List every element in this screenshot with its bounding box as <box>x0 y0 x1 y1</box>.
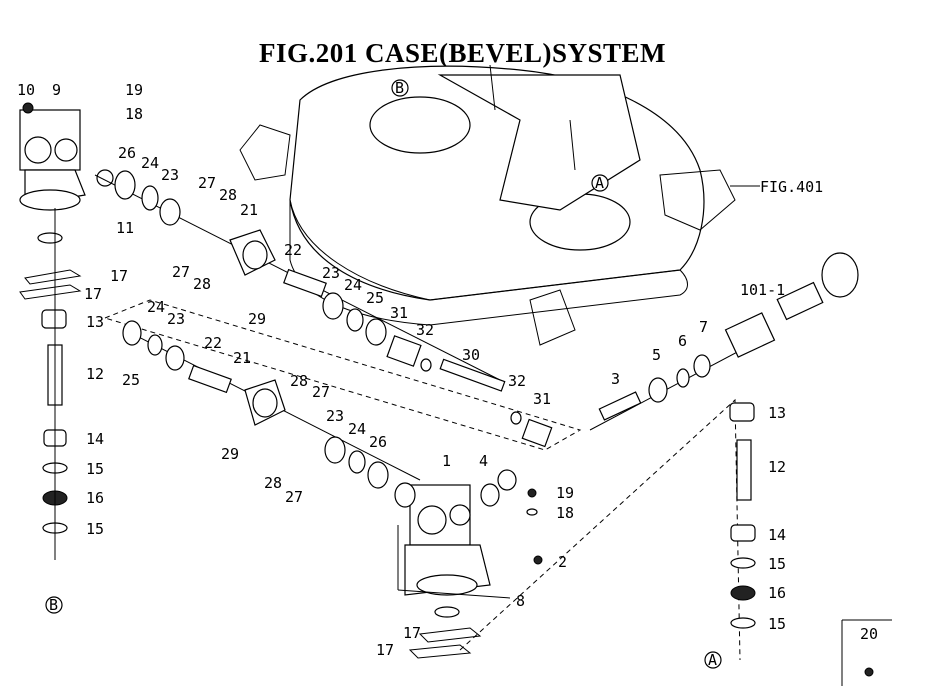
label-6: 6 <box>678 332 687 350</box>
label-19: 19 <box>125 81 143 99</box>
label-1: 1 <box>442 452 451 470</box>
svg-text:B: B <box>395 79 404 97</box>
label-14: 14 <box>86 430 104 448</box>
right-input-drawing <box>589 252 859 431</box>
label-24: 24 <box>344 276 362 294</box>
lower-shaft-drawing <box>122 320 553 489</box>
label-24: 24 <box>141 154 159 172</box>
right-spindle-drawing <box>459 398 892 686</box>
label-23: 23 <box>326 407 344 425</box>
svg-text:B: B <box>49 596 58 614</box>
label-16: 16 <box>86 489 104 507</box>
label-22: 22 <box>204 334 222 352</box>
center-gearbox-drawing <box>394 469 543 659</box>
part-labels: 10 9 19 18 26 24 23 27 28 21 11 27 28 17… <box>17 81 878 659</box>
label-23: 23 <box>167 310 185 328</box>
label-17: 17 <box>376 641 394 659</box>
label-7: 7 <box>699 318 708 336</box>
label-3: 3 <box>611 370 620 388</box>
left-gearbox-drawing <box>19 102 114 560</box>
label-2: 2 <box>558 553 567 571</box>
marker-a-top: A <box>591 174 609 192</box>
label-24: 24 <box>147 298 165 316</box>
label-15: 15 <box>768 615 786 633</box>
label-30: 30 <box>462 346 480 364</box>
label-22: 22 <box>284 241 302 259</box>
label-13: 13 <box>86 313 104 331</box>
marker-b-top: B <box>391 79 409 97</box>
label-28: 28 <box>193 275 211 293</box>
label-17: 17 <box>110 267 128 285</box>
label-12: 12 <box>86 365 104 383</box>
label-23: 23 <box>322 264 340 282</box>
mower-deck-drawing <box>239 64 760 346</box>
label-26: 26 <box>369 433 387 451</box>
diagram-title: FIG.201 CASE(BEVEL)SYSTEM <box>258 38 667 68</box>
label-23: 23 <box>161 166 179 184</box>
label-32: 32 <box>416 321 434 339</box>
label-25: 25 <box>366 289 384 307</box>
label-9: 9 <box>52 81 61 99</box>
label-12: 12 <box>768 458 786 476</box>
label-21: 21 <box>240 201 258 219</box>
label-27: 27 <box>172 263 190 281</box>
label-21: 21 <box>233 349 251 367</box>
label-15: 15 <box>768 555 786 573</box>
label-20: 20 <box>860 625 878 643</box>
label-14: 14 <box>768 526 786 544</box>
label-17: 17 <box>84 285 102 303</box>
label-28: 28 <box>219 186 237 204</box>
label-28: 28 <box>290 372 308 390</box>
svg-text:A: A <box>595 174 604 192</box>
label-32: 32 <box>508 372 526 390</box>
label-13: 13 <box>768 404 786 422</box>
marker-b-bottom: B <box>45 596 63 614</box>
label-15: 15 <box>86 460 104 478</box>
label-31: 31 <box>390 304 408 322</box>
label-29: 29 <box>221 445 239 463</box>
label-15: 15 <box>86 520 104 538</box>
label-26: 26 <box>118 144 136 162</box>
label-25: 25 <box>122 371 140 389</box>
label-27: 27 <box>285 488 303 506</box>
label-28: 28 <box>264 474 282 492</box>
label-4: 4 <box>479 452 488 470</box>
label-11: 11 <box>116 219 134 237</box>
label-27: 27 <box>312 383 330 401</box>
label-8: 8 <box>516 592 525 610</box>
label-16: 16 <box>768 584 786 602</box>
label-5: 5 <box>652 346 661 364</box>
upper-shaft-drawing <box>94 170 501 381</box>
label-19: 19 <box>556 484 574 502</box>
label-24: 24 <box>348 420 366 438</box>
label-10: 10 <box>17 81 35 99</box>
fig-401-reference: FIG.401 <box>760 178 823 196</box>
svg-text:A: A <box>708 651 717 669</box>
label-18: 18 <box>125 105 143 123</box>
label-18: 18 <box>556 504 574 522</box>
label-17: 17 <box>403 624 421 642</box>
label-27: 27 <box>198 174 216 192</box>
marker-a-bottom: A <box>704 651 722 669</box>
label-29: 29 <box>248 310 266 328</box>
label-31: 31 <box>533 390 551 408</box>
label-101-1: 101-1 <box>740 281 785 299</box>
